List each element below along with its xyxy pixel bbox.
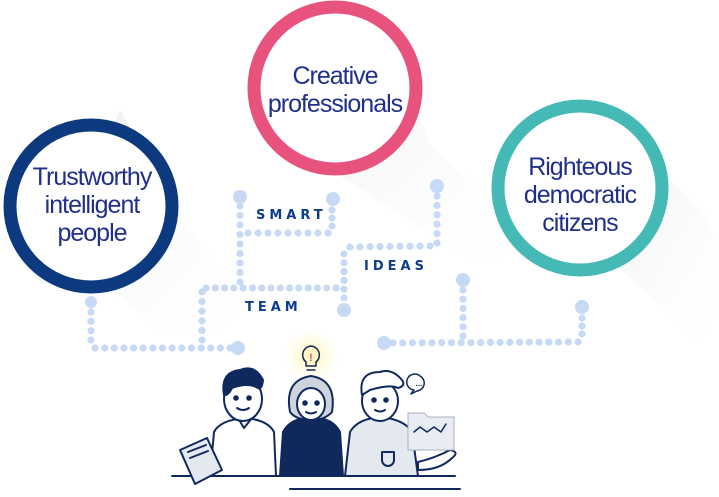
circle-trustworthy-ring <box>3 118 179 294</box>
circle-righteous-line2: democratic <box>523 181 637 209</box>
speech-bubble-dots: ... <box>416 379 423 388</box>
dotted-connectors <box>85 179 589 355</box>
circle-trustworthy-label: Trustworthy intelligent people <box>12 140 172 270</box>
keyword-team: TEAM <box>245 300 302 315</box>
team-illustration: !... <box>171 328 461 490</box>
lightbulb-exclamation: ! <box>309 352 313 364</box>
circle-trustworthy-line3: people <box>57 219 127 247</box>
person-with-chart-icon: ... <box>344 370 457 477</box>
keyword-ideas: IDEAS <box>364 259 428 274</box>
circle-trustworthy-line2: intelligent <box>44 191 141 219</box>
circle-creative-ring <box>247 0 423 176</box>
circle-creative-label: Creative professionals <box>250 40 420 140</box>
person-with-book-icon <box>179 367 277 485</box>
circle-righteous-label: Righteous democratic citizens <box>500 130 660 260</box>
circle-creative-line1: Creative <box>292 62 378 90</box>
person-with-idea-icon: ! <box>279 345 344 477</box>
circle-righteous-ring <box>491 99 669 277</box>
circle-trustworthy-line1: Trustworthy <box>32 163 153 191</box>
keyword-smart: SMART <box>256 208 327 223</box>
circle-righteous-line3: citizens <box>542 209 618 237</box>
circle-creative-line2: professionals <box>267 90 403 118</box>
circle-righteous-line1: Righteous <box>528 153 633 181</box>
